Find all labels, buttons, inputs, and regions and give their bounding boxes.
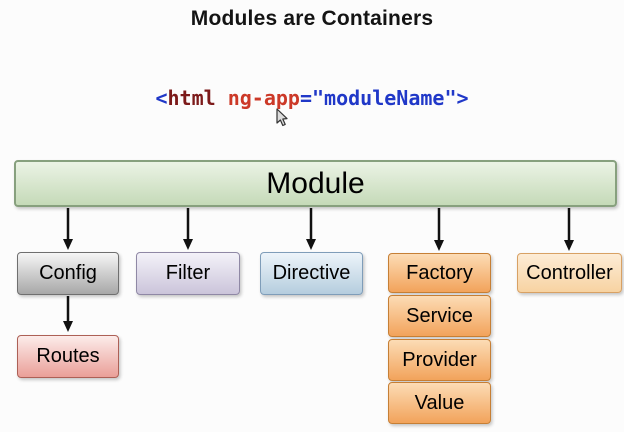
arrow-module-to-filter [183,208,193,250]
provider-label: Provider [402,348,477,371]
service-box: Service [388,295,491,337]
controller-box: Controller [517,253,622,293]
arrow-module-to-factory [434,208,444,251]
factory-label: Factory [406,261,473,284]
routes-label: Routes [36,345,100,367]
service-label: Service [406,304,473,327]
provider-box: Provider [388,339,491,381]
config-box: Config [17,252,119,295]
config-label: Config [39,262,97,284]
module-box: Module [14,160,617,207]
value-box: Value [388,382,491,424]
controller-label: Controller [526,261,613,284]
value-label: Value [414,391,465,414]
slide-title: Modules are Containers [190,7,434,30]
factory-box: Factory [388,253,491,293]
code-snippet: <html ng-app="moduleName"> [0,86,624,110]
routes-box: Routes [17,335,119,378]
mouse-cursor-icon [276,108,288,127]
arrow-module-to-directive [306,208,316,250]
code-tag-name: html [167,86,216,110]
code-attribute-value: ="moduleName"> [299,86,469,110]
directive-label: Directive [272,262,351,284]
code-open-bracket: < [155,86,168,110]
arrow-config-to-routes [63,296,73,332]
code-attribute: ng-app [215,86,300,110]
filter-label: Filter [165,262,211,284]
filter-box: Filter [136,252,240,295]
directive-box: Directive [260,252,363,295]
arrow-module-to-config [63,208,73,250]
module-label: Module [266,166,365,200]
arrow-module-to-controller [564,208,574,251]
